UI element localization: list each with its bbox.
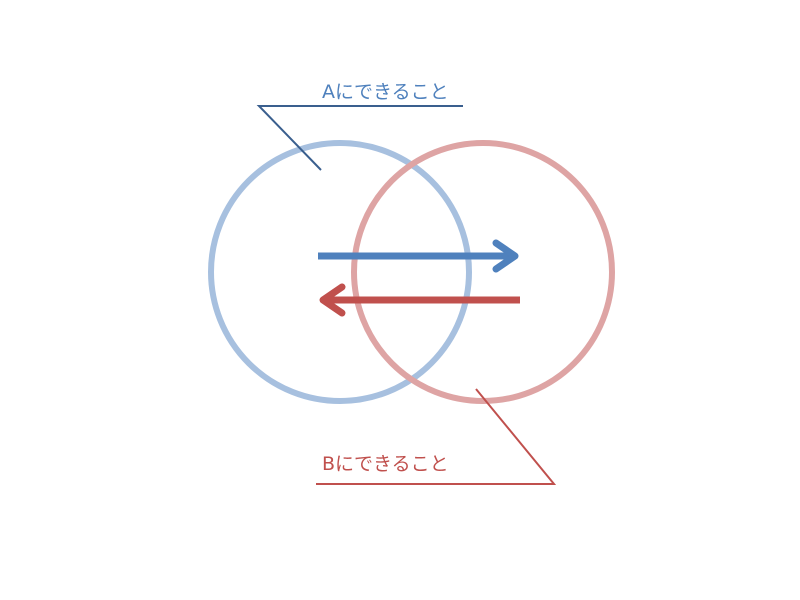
left-arrow-icon bbox=[319, 283, 520, 317]
callout-line-a bbox=[256, 105, 463, 171]
callout-line-b bbox=[316, 388, 557, 485]
right-arrow-icon bbox=[318, 239, 519, 273]
label-b: Bにできること bbox=[322, 453, 449, 475]
circle-a bbox=[208, 140, 472, 404]
label-a: Aにできること bbox=[322, 81, 449, 103]
circle-b bbox=[351, 140, 615, 404]
